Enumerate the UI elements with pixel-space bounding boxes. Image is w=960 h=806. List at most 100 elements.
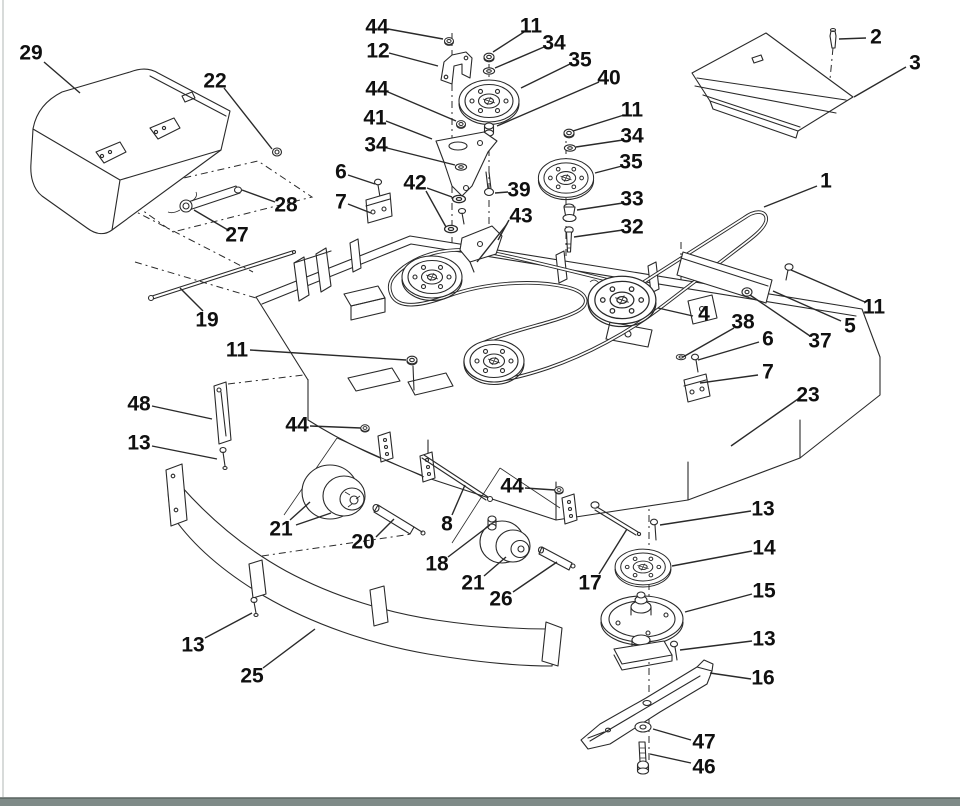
spindle-15: [600, 591, 684, 646]
part-number-label: 46: [692, 756, 715, 779]
callout-22: 22: [203, 70, 273, 150]
leader-line: [749, 294, 811, 337]
part-number-label: 8: [441, 513, 453, 536]
leader-line: [375, 518, 395, 538]
bolt-13-bumper: [250, 596, 259, 618]
callout-15: 15: [684, 580, 776, 613]
leader-line: [853, 66, 907, 98]
leader-line: [387, 91, 457, 122]
callout-39: 39: [494, 179, 531, 202]
callout-43: 43: [476, 205, 533, 263]
callout-29: 29: [19, 42, 81, 94]
washer-47: [634, 721, 652, 733]
blade-16: [580, 659, 714, 750]
roller-21-left: [301, 464, 366, 520]
callout-11: 11: [572, 99, 643, 132]
part-number-label: 13: [127, 432, 150, 455]
leader-line: [594, 165, 623, 174]
callout-1: 1: [763, 170, 832, 208]
part-number-label: 34: [542, 32, 566, 55]
leader-line: [679, 640, 753, 651]
callout-47: 47: [652, 728, 716, 754]
leader-line: [193, 209, 229, 231]
part-number-label: 7: [335, 191, 347, 214]
rod-19: [147, 249, 297, 302]
bracket-43: [459, 225, 503, 273]
leader-line: [387, 28, 444, 40]
callout-19: 19: [179, 287, 219, 332]
callout-38: 38: [682, 311, 755, 358]
leader-line: [262, 628, 316, 669]
idler-assembly-right: [537, 128, 595, 253]
callout-11: 11: [226, 339, 407, 362]
callout-44: 44: [365, 78, 457, 122]
bolt-32: [564, 226, 574, 253]
leader-line: [709, 672, 752, 680]
leader-line: [241, 189, 276, 203]
bolt-6-left: [373, 178, 383, 198]
fastener-22: [271, 147, 283, 157]
callout-11: 11: [492, 15, 542, 53]
part-number-label: 20: [351, 531, 374, 554]
callout-41: 41: [363, 107, 433, 140]
part-number-label: 13: [181, 634, 204, 657]
callout-21: 21: [461, 556, 507, 595]
part-number-label: 37: [808, 330, 831, 353]
leader-line: [512, 561, 558, 593]
leader-line: [451, 484, 466, 516]
leader-line: [347, 203, 372, 214]
part-number-label: 35: [568, 49, 592, 72]
leader-line: [223, 87, 273, 150]
callout-16: 16: [709, 667, 775, 690]
callout-14: 14: [671, 537, 776, 567]
leader-line: [573, 229, 624, 238]
callout-34: 34: [494, 32, 566, 69]
callout-21: 21: [269, 501, 332, 541]
part-number-label: 13: [751, 498, 774, 521]
part-number-label: 12: [366, 40, 389, 63]
part-number-label: 5: [844, 315, 856, 338]
hanger-bracket-48: [213, 355, 564, 495]
callout-26: 26: [489, 561, 558, 611]
bolt-17: [590, 501, 642, 537]
callout-25: 25: [240, 628, 316, 688]
leader-line: [289, 501, 311, 521]
callout-5: 5: [772, 290, 856, 338]
part-number-label: 15: [752, 580, 776, 603]
part-number-label: 44: [365, 78, 389, 101]
callout-37: 37: [749, 294, 832, 353]
callout-7: 7: [699, 361, 774, 384]
leader-line: [763, 185, 818, 208]
rod-20: [372, 503, 426, 536]
leader-line: [447, 524, 491, 558]
callout-12: 12: [366, 40, 439, 67]
spindle-stack: [600, 518, 684, 671]
leader-line: [426, 187, 453, 198]
part-number-label: 23: [796, 384, 819, 407]
callout-23: 23: [730, 384, 820, 447]
callout-4: 4: [657, 303, 710, 326]
discharge-deflector: [691, 27, 854, 139]
callout-27: 27: [193, 209, 249, 247]
part-number-label: 21: [269, 518, 293, 541]
idler-arm-41: [435, 131, 498, 197]
leader-line: [347, 174, 376, 185]
part-number-label: 7: [762, 361, 774, 384]
callout-17: 17: [578, 528, 628, 595]
collector-cover: [30, 68, 231, 235]
pin-2: [829, 27, 837, 49]
part-number-label: 43: [509, 205, 532, 228]
leader-line: [575, 139, 624, 148]
spacer-18: [487, 515, 497, 531]
leader-line: [699, 374, 759, 384]
leader-line: [309, 425, 362, 429]
spindle-housing: [613, 634, 673, 671]
part-number-label: 3: [909, 52, 921, 75]
roller-21-right: [479, 520, 531, 564]
part-number-label: 41: [363, 107, 387, 130]
rod-26: [537, 546, 576, 571]
callout-3: 3: [853, 52, 921, 98]
part-number-label: 27: [225, 224, 248, 247]
